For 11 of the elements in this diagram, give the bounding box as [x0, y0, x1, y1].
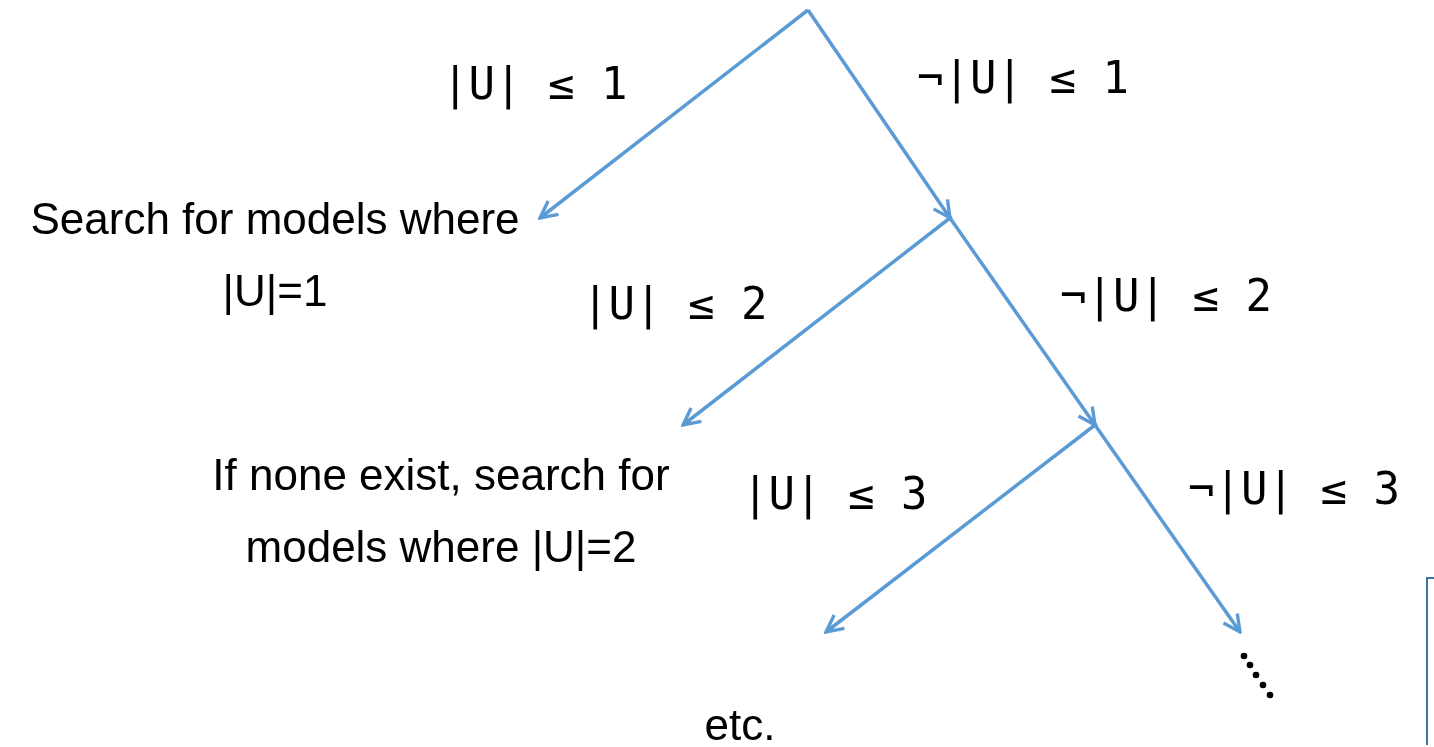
arrow	[1093, 424, 1242, 634]
arrow	[948, 217, 1097, 427]
node-text: etc.	[704, 698, 776, 747]
arrow	[806, 9, 952, 220]
node-text: Search for models where |U|=1	[29, 193, 521, 317]
branch-point	[1092, 422, 1098, 428]
arrow	[538, 8, 810, 220]
branch-point	[947, 215, 953, 221]
arrow	[824, 423, 1097, 634]
node-text: If none exist, search for models where |U|=2	[211, 448, 671, 573]
arrow	[681, 216, 952, 427]
